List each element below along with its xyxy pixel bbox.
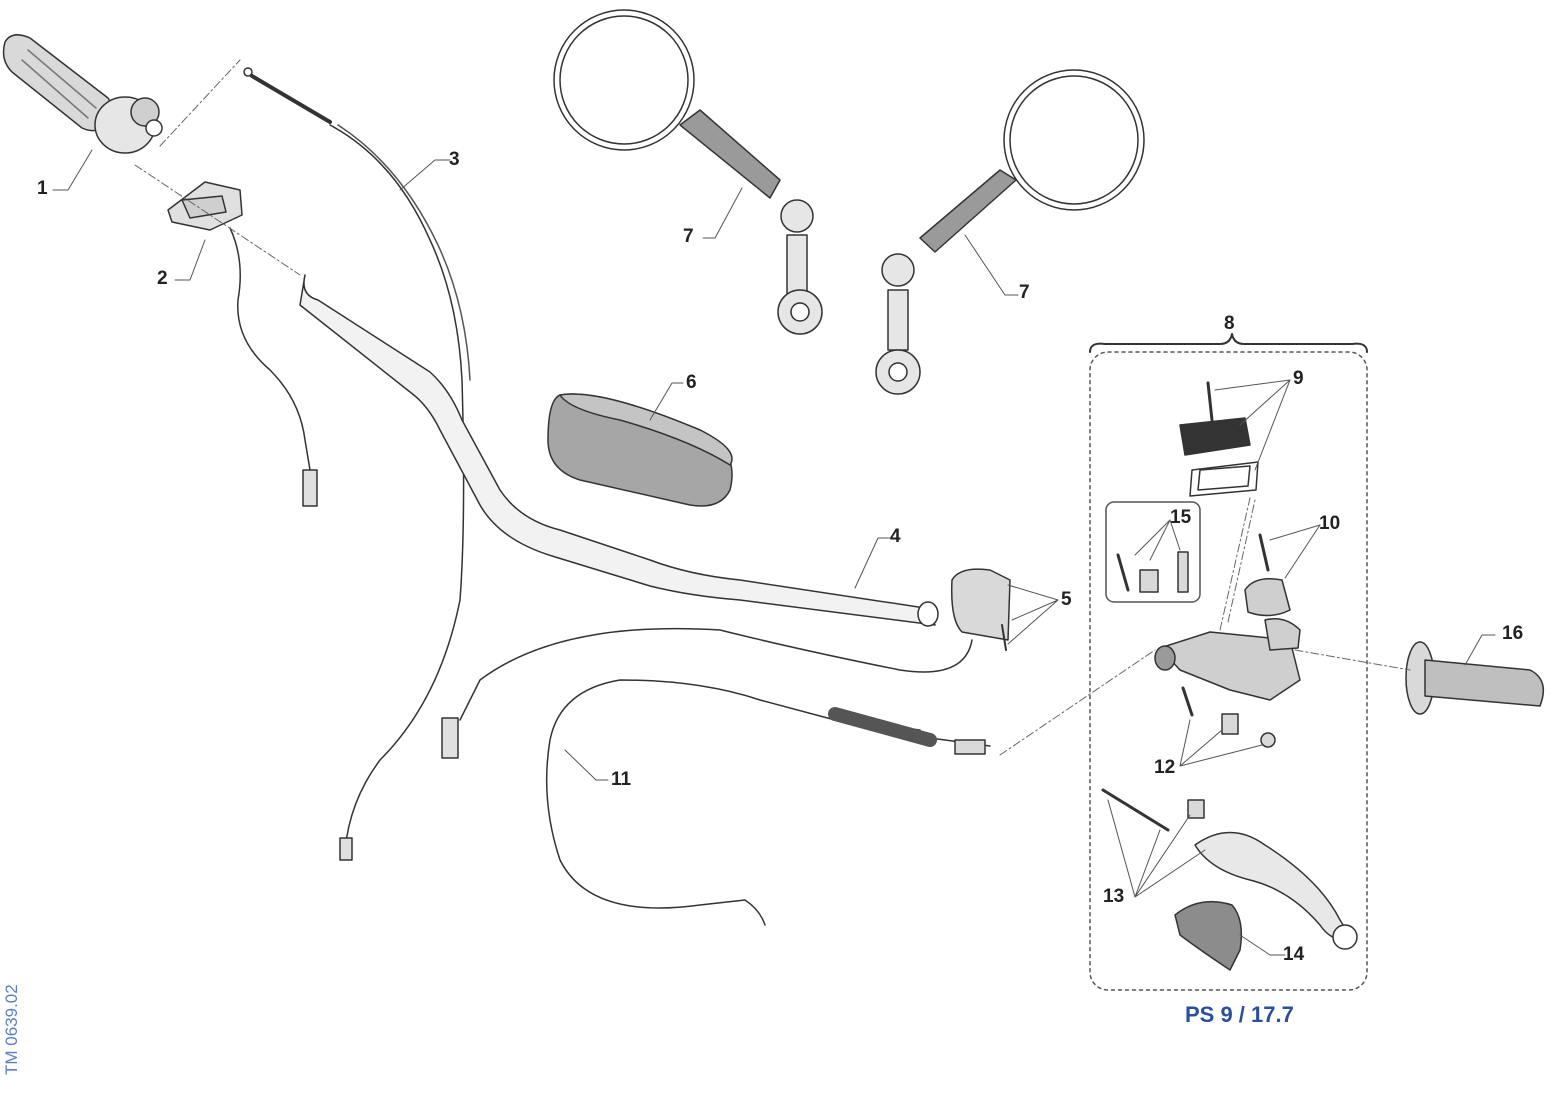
- part-11-clutch-cable: [545, 679, 991, 926]
- assembly-guide-lines: [134, 59, 1411, 756]
- callout-15: 15: [1170, 507, 1192, 528]
- callout-1: 1: [37, 178, 48, 199]
- callout-3: 3: [449, 149, 460, 170]
- part-7-mirror-right: [875, 69, 1145, 395]
- callout-7-left: 7: [683, 226, 694, 247]
- part-3-throttle-cable: [243, 67, 471, 861]
- callout-7-right: 7: [1019, 282, 1030, 303]
- callout-12: 12: [1154, 757, 1176, 778]
- part-1-throttle-grip: [2, 34, 163, 154]
- page-reference-link[interactable]: PS 9 / 17.7: [1185, 1002, 1294, 1027]
- callout-6: 6: [686, 372, 697, 393]
- part-8-clutch-assembly-group: [1089, 333, 1368, 991]
- drawing-code: TM 0639.02: [2, 984, 21, 1075]
- part-7-mirror-left: [553, 9, 823, 335]
- callout-11: 11: [611, 769, 632, 790]
- part-4-handlebar: [299, 274, 939, 627]
- callout-5: 5: [1061, 589, 1072, 610]
- callout-9: 9: [1293, 368, 1304, 389]
- callout-13: 13: [1103, 886, 1125, 907]
- callout-8: 8: [1224, 313, 1235, 334]
- callout-10: 10: [1319, 513, 1341, 534]
- part-2-switch: [167, 181, 318, 507]
- callout-2: 2: [157, 268, 168, 289]
- part-6-handlebar-pad: [547, 393, 733, 507]
- part-5-switch-housing: [441, 568, 1011, 759]
- part-16-grip: [1405, 641, 1545, 715]
- callout-4: 4: [890, 526, 901, 547]
- callout-16: 16: [1502, 623, 1524, 644]
- callout-14: 14: [1283, 944, 1305, 965]
- callout-leader-lines: [52, 149, 1496, 956]
